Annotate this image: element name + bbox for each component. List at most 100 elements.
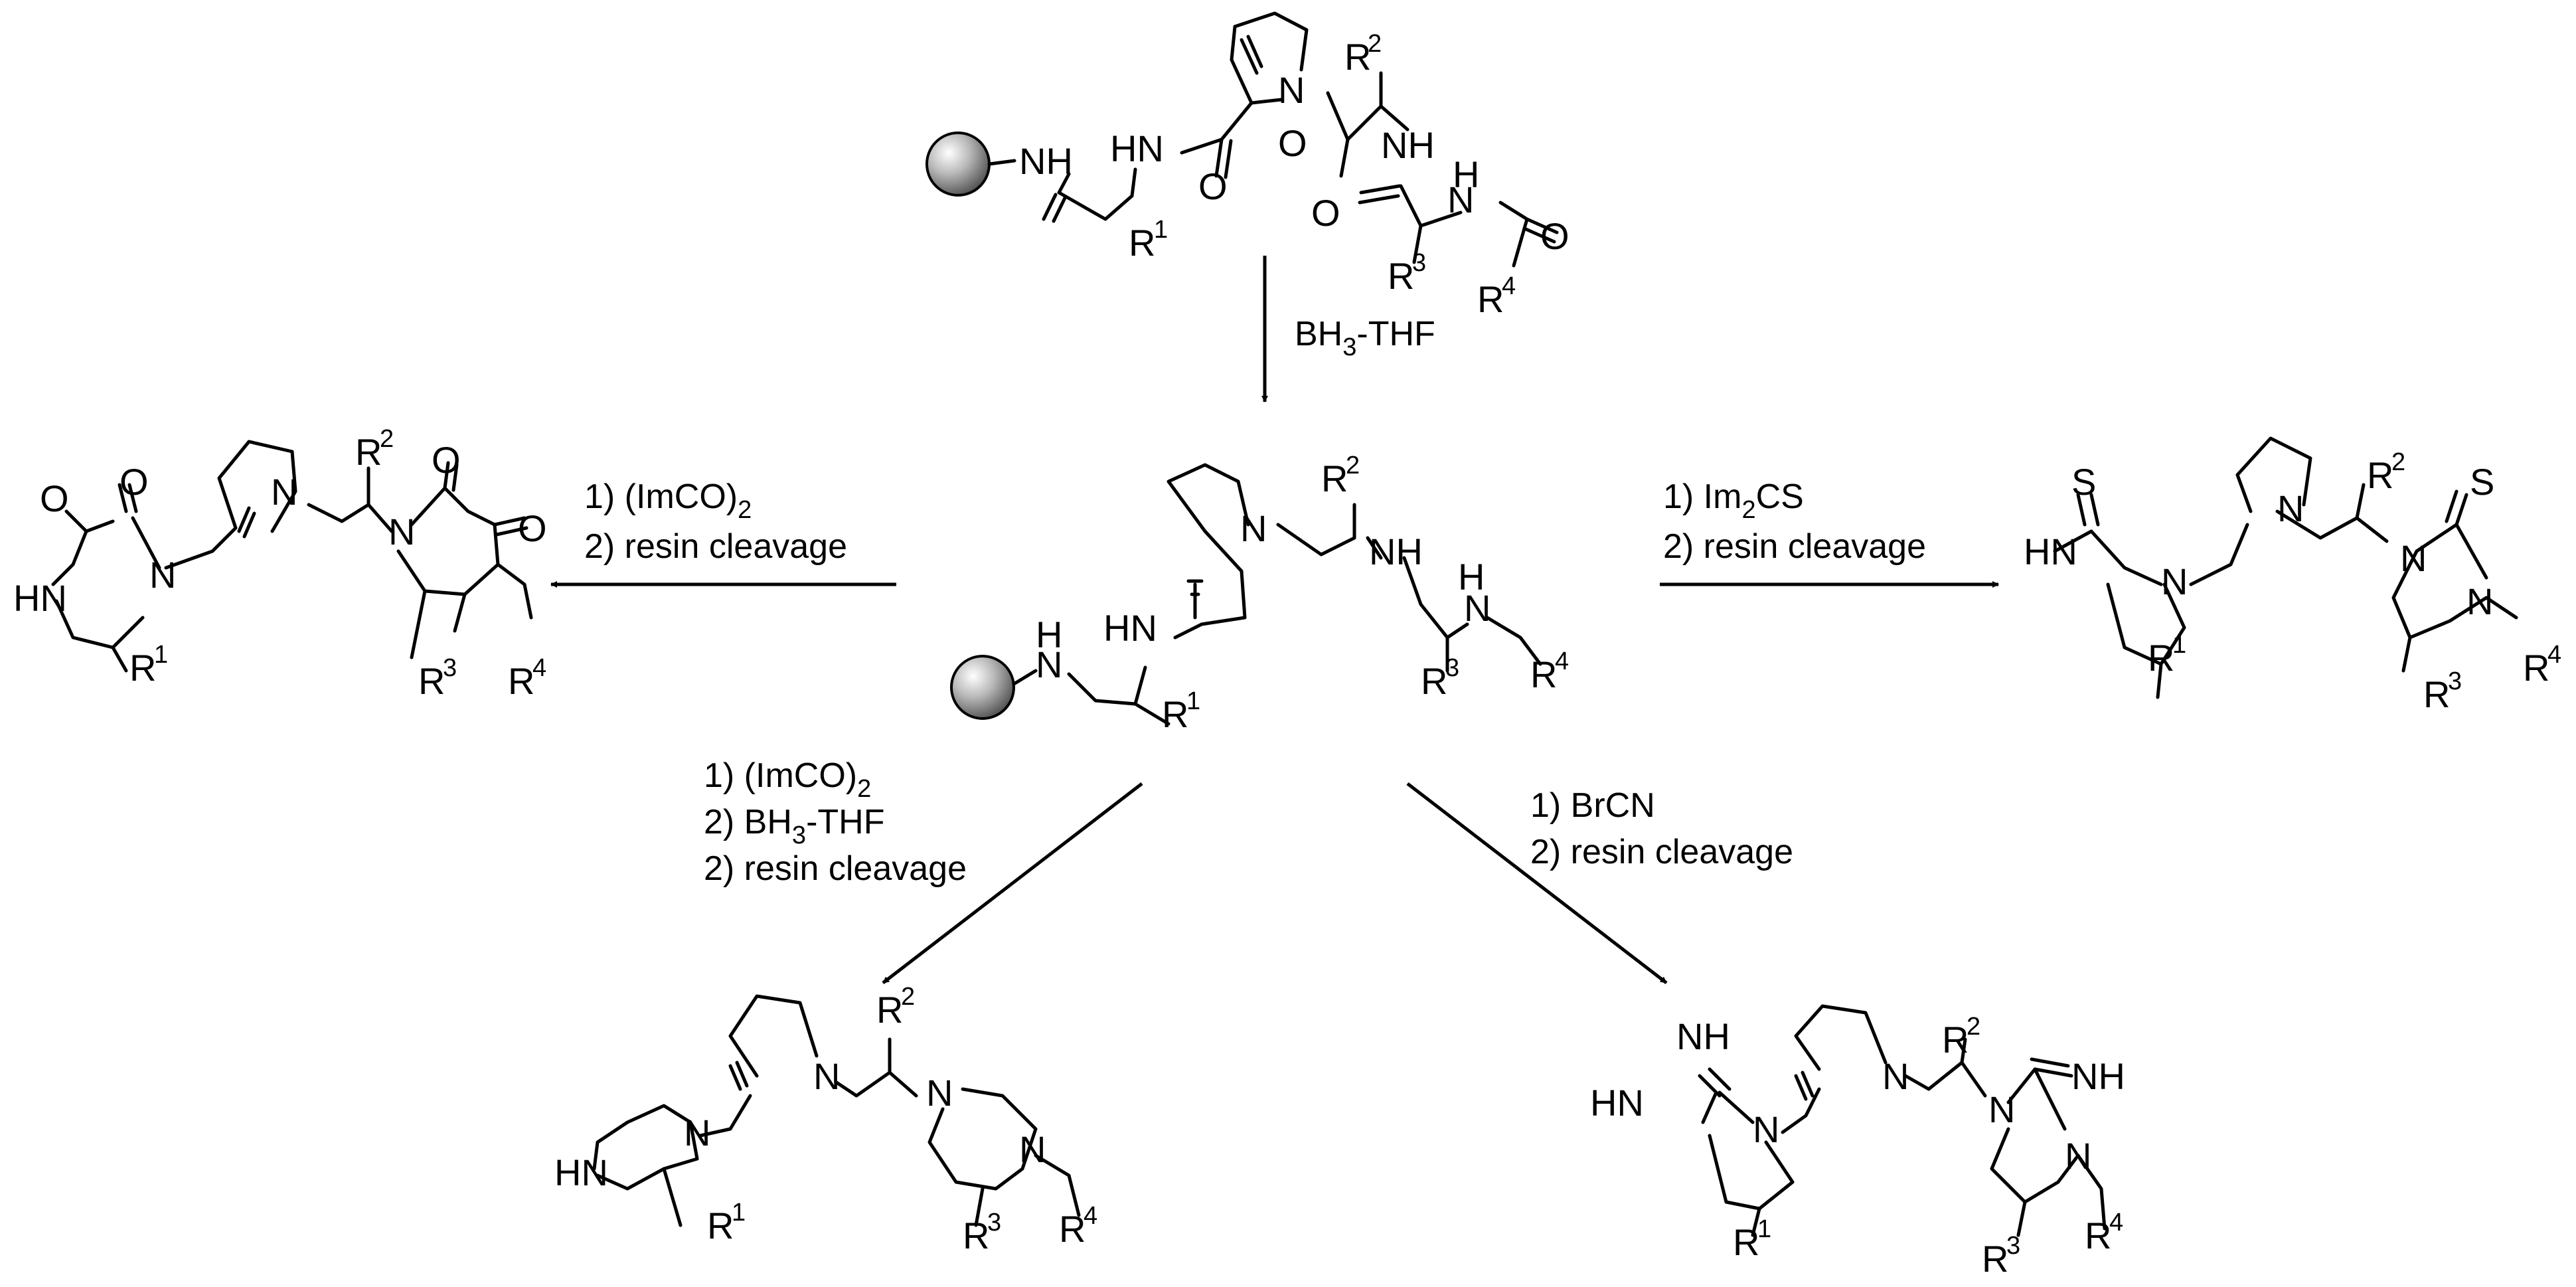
atom-label: R	[1129, 222, 1155, 264]
atom-label: R	[2523, 647, 2549, 689]
atom-label: R	[355, 431, 382, 473]
atom-label: R	[1477, 278, 1504, 320]
atom-label: S	[2071, 461, 2096, 503]
atom-superscript: 2	[901, 983, 915, 1011]
atom-label: N	[2065, 1135, 2091, 1177]
reagent-bottom-left-step2: 2) BH3-THF	[704, 803, 884, 849]
atom-superscript: 3	[2448, 667, 2462, 695]
atom-superscript: 2	[1346, 452, 1360, 479]
atom-label: N	[271, 471, 297, 513]
atom-superscript: 4	[2547, 641, 2561, 669]
atom-label: R	[1942, 1019, 1969, 1061]
atom-label: N	[2466, 580, 2493, 622]
resin-bead-icon	[926, 131, 991, 197]
atom-superscript: 4	[1502, 272, 1516, 300]
bis-thiourea-structure: S N R 2 S HN N N N R 1 R 3 R 4	[2024, 436, 2561, 715]
atom-label: HN	[1103, 607, 1157, 649]
atom-label: N	[1036, 644, 1062, 685]
atom-label: HN	[554, 1152, 608, 1193]
reagent-right-step2: 2) resin cleavage	[1663, 527, 1926, 566]
atom-label: N	[2161, 560, 2188, 602]
atom-label: R	[2367, 454, 2393, 496]
atom-superscript: 1	[1154, 216, 1168, 244]
polyamine-intermediate-structure: N R 2 NH H N HN N H R 1 R 3 R 4	[950, 452, 1569, 735]
atom-label: R	[418, 660, 445, 702]
reagent-bottom-left-step3: 2) resin cleavage	[704, 849, 967, 888]
atom-label: R	[1530, 653, 1557, 695]
atom-label: N	[1240, 507, 1267, 549]
atom-superscript: 4	[532, 654, 546, 682]
atom-superscript: 2	[2391, 448, 2405, 476]
atom-label: R	[2148, 637, 2174, 679]
atom-label: N	[388, 511, 415, 553]
resin-bead-icon	[950, 655, 1015, 720]
atom-label: HN	[2024, 531, 2077, 572]
atom-superscript: 1	[2172, 631, 2186, 659]
atom-superscript: 1	[154, 641, 168, 669]
atom-label: NH	[2071, 1055, 2125, 1097]
atom-label: O	[1540, 215, 1570, 257]
bis-guanidine-structure: NH N R 2 NH HN N N N R 1 R 3 R 4	[1590, 1004, 2125, 1280]
bis-diketopiperazine-structure: O O N R 2 O O N N HN R 1 R 3 R 4	[13, 425, 547, 702]
bis-piperazine-structure: N R 2 N N HN N R 1 R 3 R 4	[554, 983, 1097, 1256]
atom-label: HN	[1110, 128, 1164, 169]
atom-label: N	[813, 1055, 840, 1097]
atom-label: O	[432, 439, 461, 481]
atom-label: NH	[1676, 1015, 1730, 1057]
atom-superscript: 3	[2006, 1232, 2020, 1260]
atom-label: R	[707, 1205, 734, 1246]
atom-label: O	[1311, 192, 1340, 234]
atom-label: R	[1059, 1208, 1086, 1250]
atom-label: HN	[13, 577, 67, 619]
atom-label: N	[1278, 69, 1305, 111]
reagent-bottom-right-step1: 1) BrCN	[1530, 786, 1655, 825]
atom-label: N	[1882, 1055, 1909, 1097]
atom-label: N	[1988, 1088, 2015, 1130]
atom-label: R	[876, 989, 903, 1031]
atom-label: R	[1421, 660, 1447, 702]
atom-superscript: 3	[443, 654, 457, 682]
arrow-to-piperazine	[882, 782, 1143, 984]
atom-label: N	[1447, 179, 1474, 220]
atom-label: NH	[1019, 140, 1073, 182]
reagent-bottom-left-step1: 1) (ImCO)2	[704, 756, 871, 803]
atom-label: R	[508, 660, 534, 702]
atom-superscript: 1	[1186, 687, 1200, 715]
atom-label: R	[1733, 1221, 1759, 1263]
atom-label: R	[1344, 36, 1371, 78]
atom-superscript: 3	[1445, 654, 1459, 682]
atom-label: R	[129, 647, 156, 689]
atom-superscript: 4	[1555, 647, 1569, 675]
reagent-reduction: BH3-THF	[1295, 315, 1435, 361]
reagent-bottom-right-step2: 2) resin cleavage	[1530, 833, 1793, 871]
atom-superscript: 2	[1967, 1013, 1980, 1041]
atom-label: R	[2085, 1215, 2111, 1256]
atom-label: R	[1982, 1238, 2008, 1280]
atom-label: O	[120, 461, 149, 503]
atom-label: N	[2277, 487, 2304, 529]
atom-label: N	[1019, 1128, 1046, 1170]
atom-label: O	[518, 507, 547, 549]
atom-label: O	[1278, 122, 1307, 164]
atom-label: R	[1321, 458, 1348, 499]
atom-label: H	[1036, 614, 1062, 655]
atom-label: N	[926, 1072, 953, 1114]
atom-label: N	[684, 1112, 710, 1154]
reagent-right-step1: 1) Im2CS	[1663, 477, 1804, 524]
atom-label: N	[1753, 1108, 1779, 1150]
atom-label: R	[1388, 255, 1414, 297]
atom-label: O	[1198, 165, 1228, 207]
atom-label: N	[2400, 537, 2427, 579]
reagent-left-step1: 1) (ImCO)2	[584, 477, 752, 524]
atom-label: H	[1458, 556, 1485, 598]
atom-label: R	[2423, 673, 2450, 715]
atom-label: N	[1464, 587, 1490, 629]
arrow-to-guanidine	[1406, 782, 1668, 984]
reagent-left-step2: 2) resin cleavage	[584, 527, 847, 566]
atom-label: NH	[1381, 124, 1435, 166]
atom-superscript: 1	[1757, 1215, 1771, 1243]
atom-label: HN	[1590, 1082, 1644, 1124]
starting-peptide-structure: NH HN N R 2 O NH O O N H O R 1 R 3 R 4	[926, 11, 1570, 320]
atom-superscript: 3	[1412, 249, 1426, 277]
